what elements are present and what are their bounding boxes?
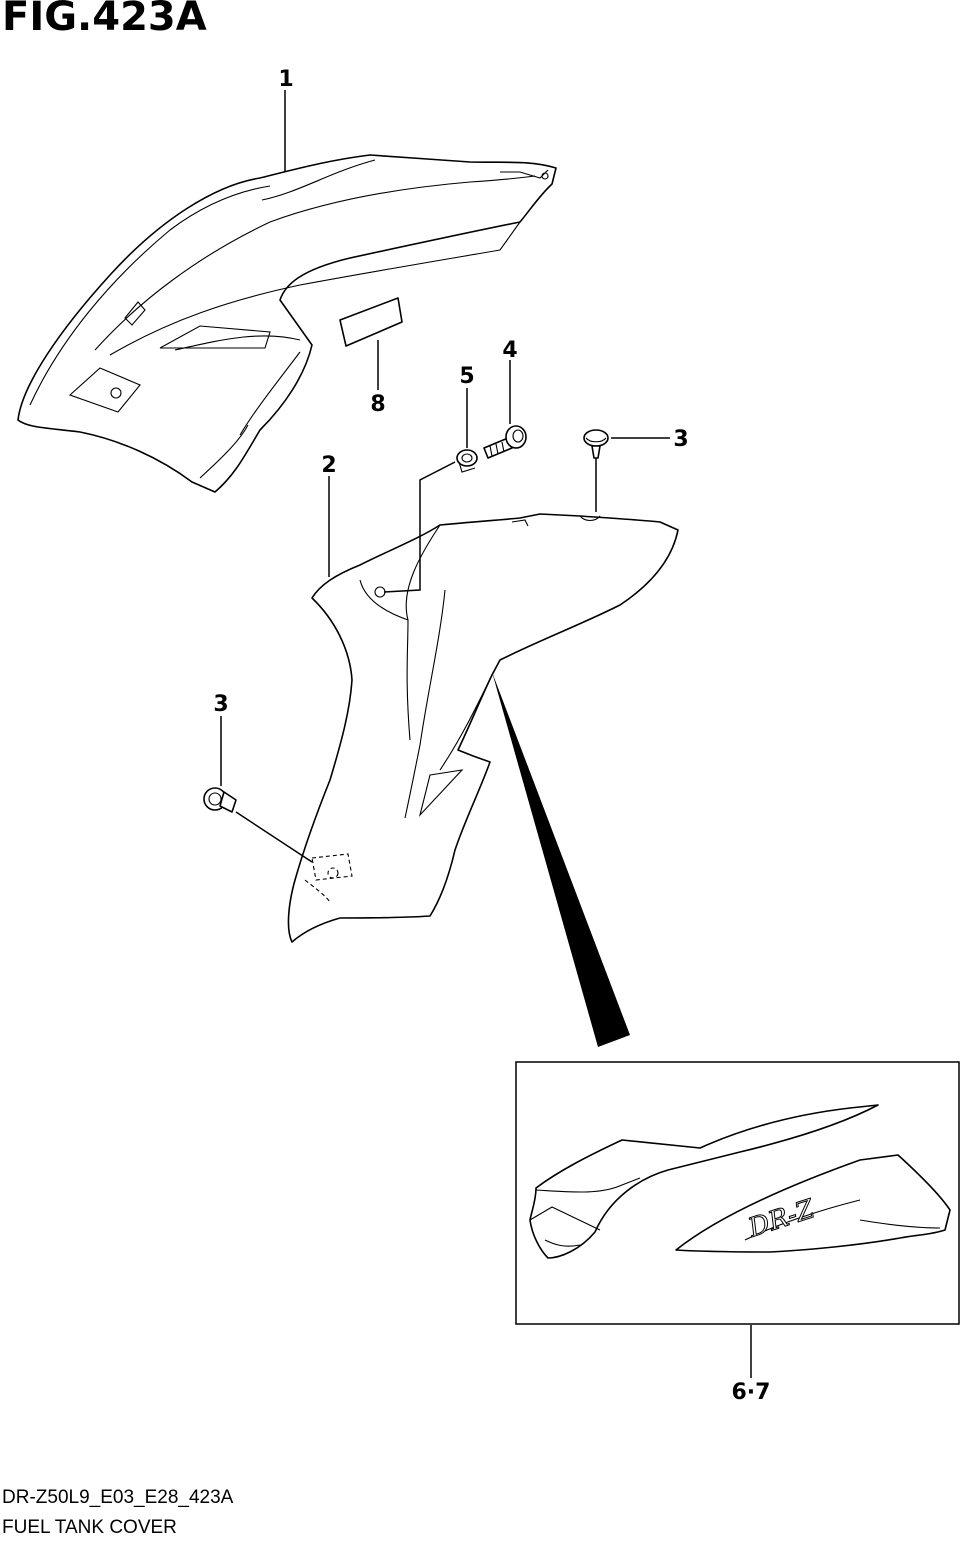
callout-4: 4 (502, 338, 517, 363)
leader-lines (220, 90, 752, 1378)
callout-8: 8 (370, 392, 385, 417)
part-8-pad[interactable] (339, 297, 403, 347)
part-4-bolt[interactable] (483, 425, 527, 459)
callout-6-7: 6·7 (732, 1380, 771, 1405)
model-code: DR-Z50L9_E03_E28_423A (2, 1487, 234, 1508)
part-2-tank-cover[interactable] (287, 513, 679, 943)
callout-5: 5 (459, 364, 474, 389)
callout-1: 1 (278, 67, 293, 92)
section-name: FUEL TANK COVER (2, 1517, 177, 1538)
part-3-screw-upper[interactable] (583, 429, 609, 459)
part-5-grommet[interactable] (456, 449, 478, 473)
callout-2: 2 (321, 453, 336, 478)
detail-pointer (492, 672, 630, 1047)
part-3-screw-left[interactable] (203, 787, 237, 813)
callout-3-left: 3 (213, 692, 228, 717)
figure-title: FIG.423A (2, 0, 207, 40)
decal-inset[interactable]: DR-Z (515, 1061, 960, 1325)
callout-3-upper: 3 (673, 427, 688, 452)
part-1-shroud[interactable] (17, 154, 557, 493)
